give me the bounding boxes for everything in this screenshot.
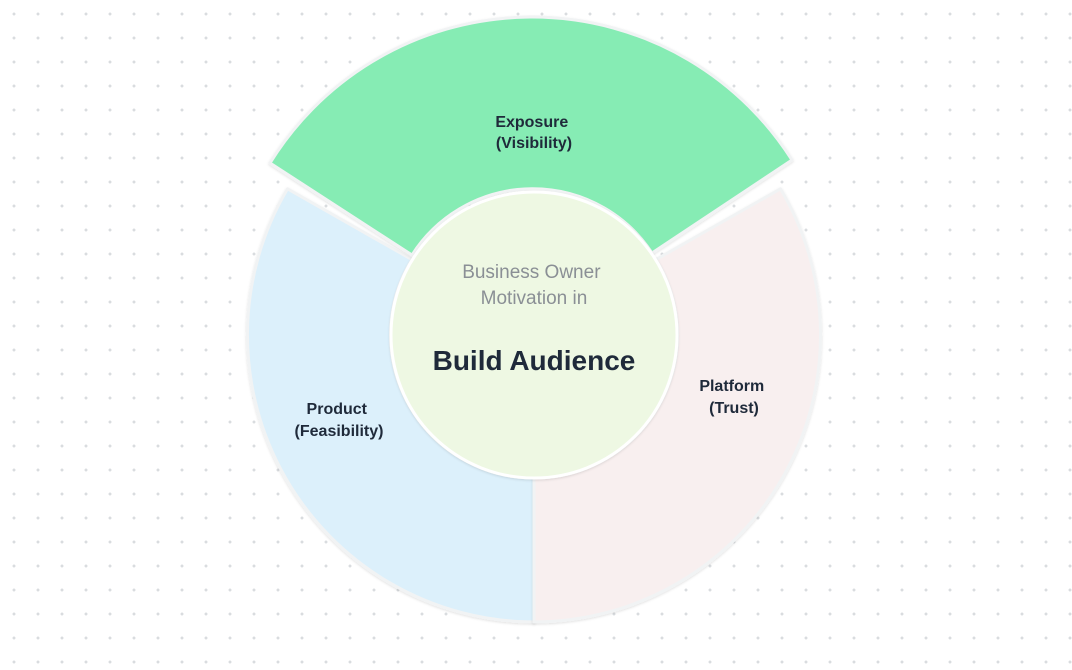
platform-label-line2: (Trust) — [709, 400, 759, 417]
platform-label-line1: Platform — [699, 378, 764, 395]
center-subtitle: Business Owner Motivation in — [462, 262, 606, 309]
platform-label: Platform (Trust) — [699, 378, 768, 417]
center-subtitle-line1: Business Owner — [462, 262, 601, 283]
product-label-line2: (Feasibility) — [295, 423, 384, 440]
segment-exposure[interactable] — [268, 15, 794, 257]
center-circle — [389, 190, 679, 480]
center-subtitle-line2: Motivation in — [481, 288, 588, 309]
product-label: Product (Feasibility) — [295, 401, 384, 440]
center-title: Build Audience — [433, 345, 636, 376]
exposure-label-line1: Exposure — [495, 114, 568, 131]
product-label-line1: Product — [307, 401, 368, 418]
exposure-label: Exposure (Visibility) — [495, 114, 572, 152]
exposure-label-line2: (Visibility) — [496, 135, 572, 152]
